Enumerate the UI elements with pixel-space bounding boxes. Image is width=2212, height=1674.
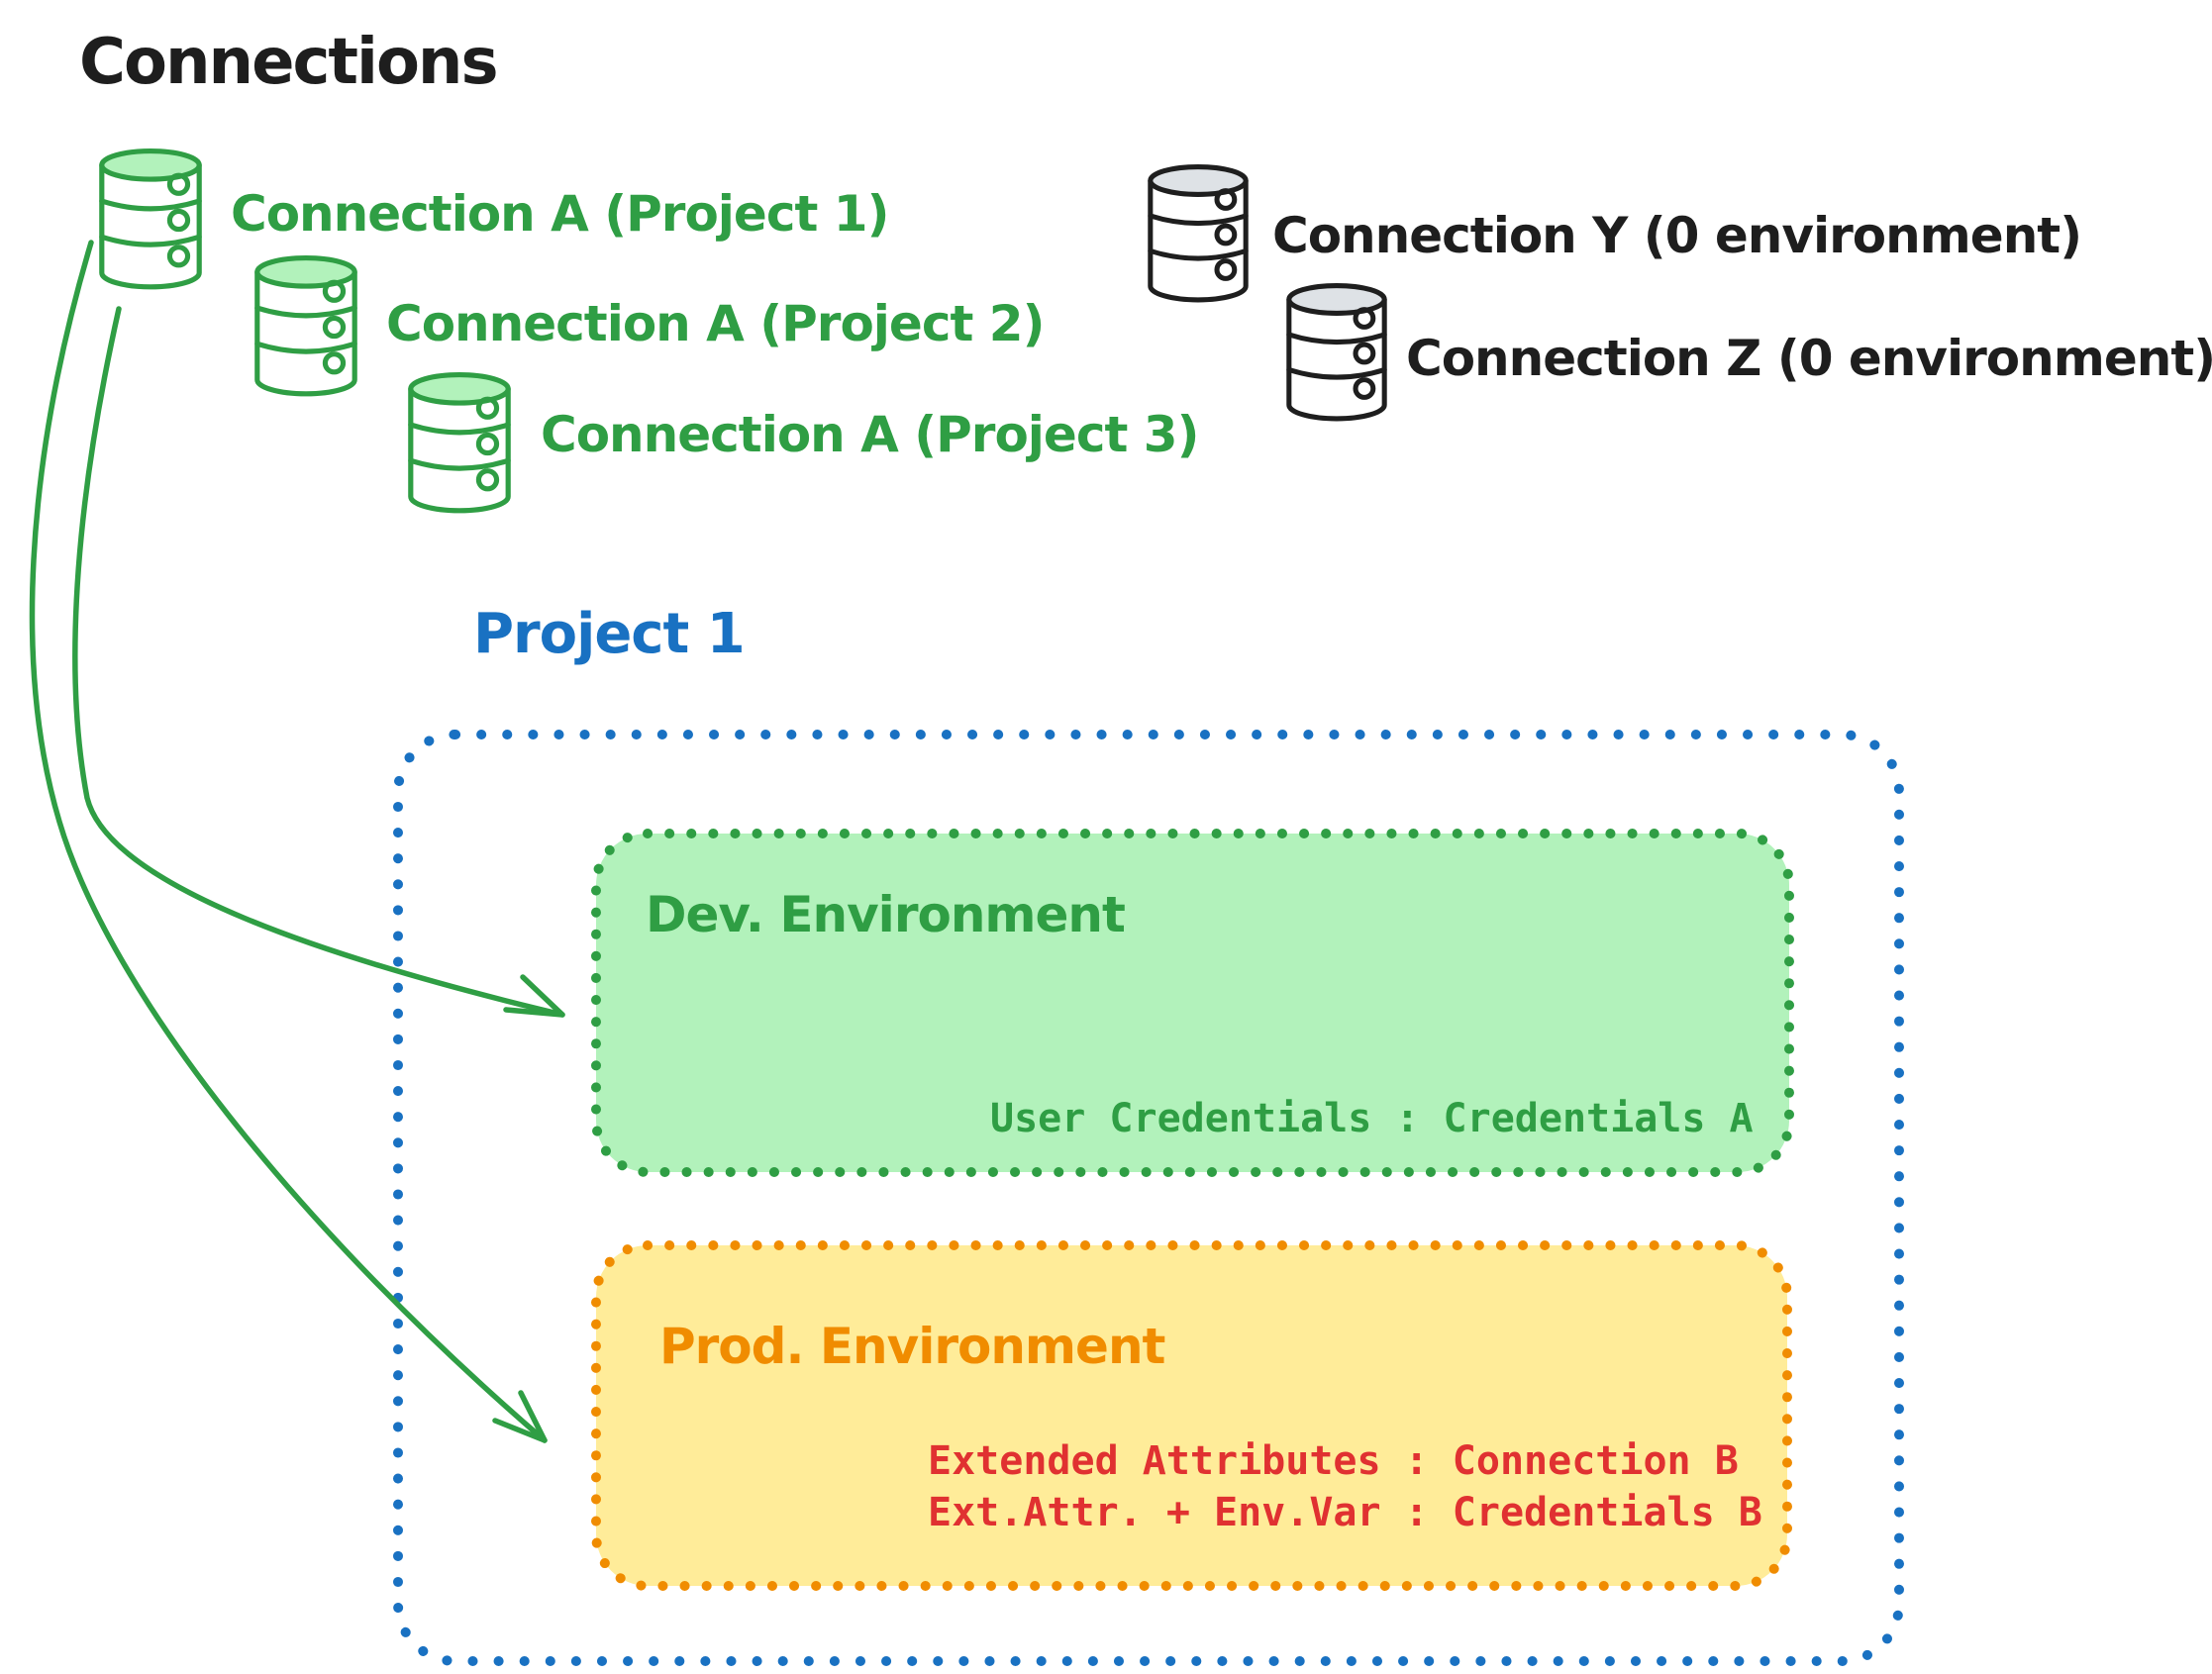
project1-title: Project 1 xyxy=(473,602,746,666)
diagram-title: Connections xyxy=(79,26,499,99)
dev-environment-box xyxy=(591,829,1794,1177)
database-icon-connection-z xyxy=(1289,286,1384,419)
database-icon-connection-a-project2 xyxy=(257,258,354,394)
database-icon-connection-y xyxy=(1151,167,1246,300)
connection-z-label: Connection Z (0 environment) xyxy=(1406,330,2212,387)
prod-environment-mappings: Extended Attributes : Connection B Ext.A… xyxy=(928,1435,1762,1538)
arrow-connection-a-to-dev-environment xyxy=(72,306,565,1018)
connection-a-project2-label: Connection A (Project 2) xyxy=(386,295,1045,352)
connection-a-project1-label: Connection A (Project 1) xyxy=(231,185,889,243)
arrow-connection-a-to-prod-environment xyxy=(29,240,548,1443)
database-icon-connection-a-project3 xyxy=(411,375,508,511)
database-icon-connection-a-project1 xyxy=(102,151,199,287)
prod-environment-title: Prod. Environment xyxy=(659,1318,1165,1375)
connection-y-label: Connection Y (0 environment) xyxy=(1272,207,2082,264)
prod-env-var-mapping: Ext.Attr. + Env.Var : Credentials B xyxy=(928,1490,1762,1535)
project1-boundary-box xyxy=(393,730,1904,1666)
prod-extended-attributes-mapping: Extended Attributes : Connection B xyxy=(928,1438,1739,1484)
dev-environment-title: Dev. Environment xyxy=(646,886,1126,943)
dev-environment-credentials-mapping: User Credentials : Credentials A xyxy=(990,1096,1754,1141)
connection-a-project3-label: Connection A (Project 3) xyxy=(541,406,1199,463)
prod-environment-box xyxy=(591,1240,1792,1591)
